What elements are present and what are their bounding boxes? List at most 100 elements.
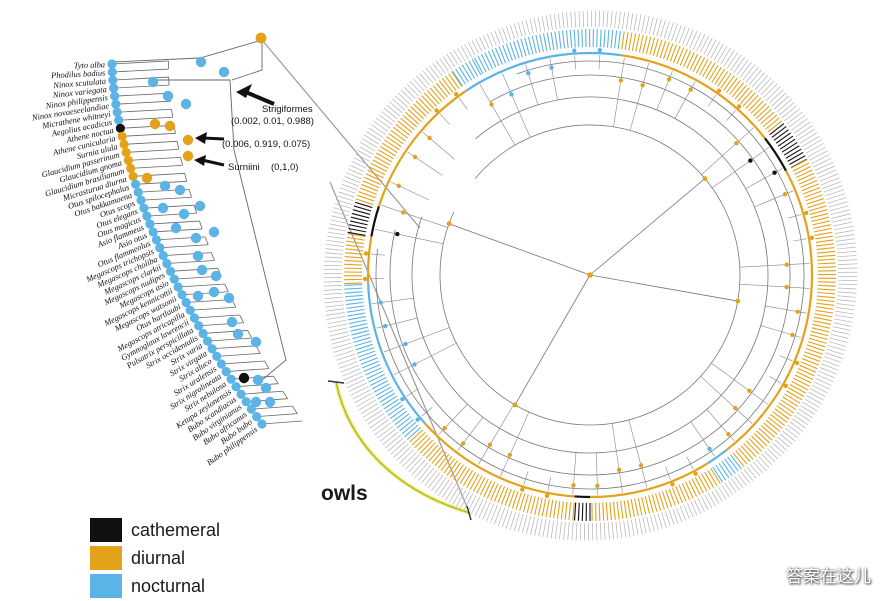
tip-branch [345,248,364,252]
taxon-label-tick [815,377,832,386]
taxon-label-tick [631,519,635,536]
tip-branch [726,77,738,93]
tip-branch [574,502,577,521]
taxon-label-tick [327,319,347,325]
tip-node [139,203,149,213]
tree-branch [150,79,287,381]
taxon-label-tick [390,440,406,455]
taxon-label-tick [805,143,824,154]
taxon-label-tick [557,13,561,29]
tip-branch [545,499,550,518]
tip-branch [347,233,366,238]
taxon-label-tick [373,120,389,132]
tree-branch [178,283,225,288]
tip-branch [815,235,833,240]
taxon-label-tick [324,256,343,259]
ancestral-node [250,396,262,408]
tip-branch [346,240,365,245]
callout-values: (0.006, 0.919, 0.075) [222,139,310,150]
tip-branch [395,123,411,136]
tip-branch [346,236,365,241]
taxon-label-tick [817,169,837,179]
taxon-label-tick [367,413,385,425]
tip-branch [392,410,408,423]
tip-branch [689,53,699,71]
tip-branch [707,469,718,486]
tree-branch [122,132,176,137]
legend-swatch [90,518,122,542]
taxon-label-tick [490,32,497,46]
tip-branch [777,135,794,147]
tip-branch [573,29,576,48]
taxon-label-tick [475,38,483,52]
taxon-label-tick [350,386,369,396]
taxon-label-tick [835,310,854,315]
tree-branch [613,57,625,127]
ancestral-node [195,56,207,68]
taxon-label-tick [559,521,562,540]
tree-branch [112,76,169,81]
taxon-label-tick [808,391,824,401]
taxon-label-tick [372,419,389,432]
tip-branch [534,497,540,515]
taxon-label-tick [701,496,709,510]
tree-branch [690,421,715,457]
tip-node [194,321,204,331]
tip-node [107,59,117,69]
tip-branch [449,462,461,478]
tip-branch [800,179,818,188]
tip-node [123,155,133,165]
tree-branch [114,92,170,97]
tip-branch [686,51,695,69]
tip-branch [368,166,386,176]
surniini-callout: Surniini (0,1,0) [194,155,298,173]
tip-branch [448,73,460,89]
tip-branch [348,227,367,233]
tip-branch [558,30,562,49]
taxon-label-tick [749,464,760,476]
tip-branch [351,212,370,219]
tip-branch [651,494,658,512]
tip-branch [399,418,414,432]
taxon-label-tick [836,242,856,246]
tip-branch [346,308,365,313]
ancestral-node [192,290,204,302]
tip-node [246,404,256,414]
ancestral-node [640,82,645,88]
tip-branch [565,30,569,49]
tip-branch [520,38,527,57]
tip-branch [711,66,722,83]
tip-branch [697,475,708,492]
taxon-label-tick [375,117,391,129]
tip-branch [424,92,437,107]
taxon-label-tick [419,73,431,86]
tip-branch [805,347,824,355]
tip-branch [735,450,748,465]
tip-branch [568,502,572,521]
tip-branch [760,111,775,125]
connector-line-top [261,39,421,229]
ancestral-node [783,383,789,388]
tree-branch [199,220,203,230]
tip-branch [477,55,487,73]
taxon-label-tick [352,389,371,400]
tip-branch [486,481,496,499]
tip-branch [344,252,363,255]
tip-node [185,305,195,315]
taxon-label-tick [751,72,766,88]
taxon-label-tick [728,480,737,493]
taxon-label-tick [694,499,702,514]
taxon-label-tick [754,74,769,91]
taxon-label-tick [816,374,834,383]
ancestral-node [264,396,276,408]
taxon-label-tick [323,292,343,295]
taxon-label-tick [408,457,423,473]
taxon-label-tick [607,522,610,540]
ancestral-node [733,405,738,411]
tip-branch [344,267,363,270]
tip-branch [421,95,435,110]
tree-branch [707,94,717,107]
taxon-label-tick [689,30,698,49]
taxon-label-tick [798,408,813,419]
tip-branch [652,38,659,57]
